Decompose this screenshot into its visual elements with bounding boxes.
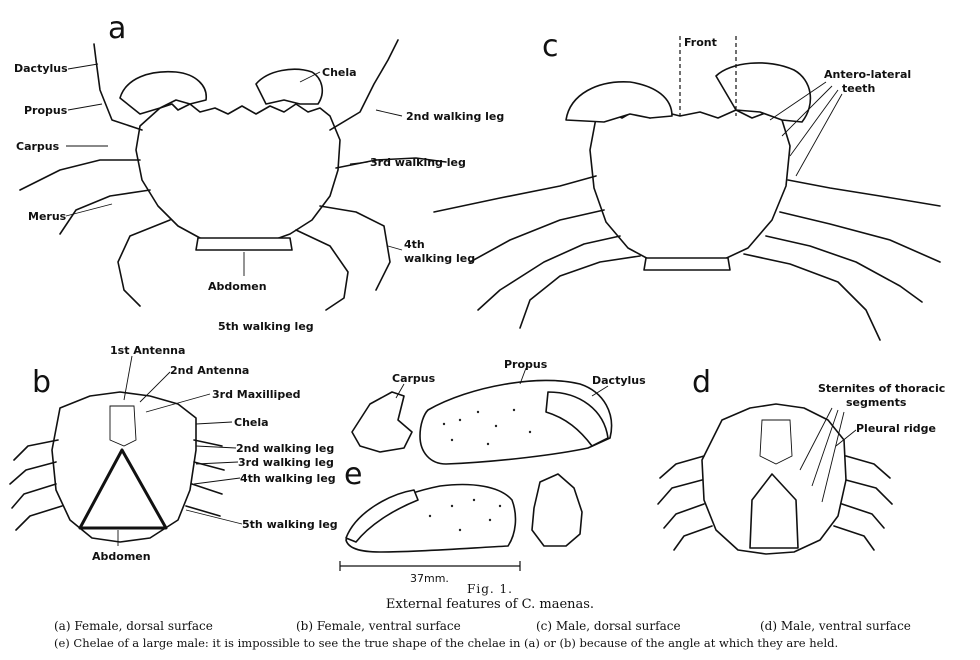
panel-a-left-leg-4: [60, 190, 150, 234]
caption-item-c: (c) Male, dorsal surface: [536, 619, 681, 633]
panel-a-label-walking-leg-4-line2: walking leg: [404, 252, 475, 265]
panel-a-letter: a: [108, 11, 126, 46]
panel-c-left-leg-5: [520, 256, 640, 328]
panel-c-abdomen-plate: [644, 258, 730, 270]
panel-a-right-leg-5: [296, 230, 348, 310]
panel-c-right-leg-4: [766, 236, 922, 302]
panel-b-label-maxilliped-3: 3rd Maxilliped: [212, 388, 301, 401]
caption-item-b: (b) Female, ventral surface: [296, 619, 461, 633]
panel-c: c Front Antero-lateral teeth: [434, 29, 940, 340]
panel-a-right-leg-2: [330, 40, 398, 130]
panel-c-label-antero-lateral-line1: Antero-lateral: [824, 68, 911, 81]
panel-a-label-walking-leg-4-line1: 4th: [404, 238, 425, 251]
panel-c-letter: c: [542, 29, 559, 64]
panel-b-label-abdomen: Abdomen: [92, 550, 151, 563]
panel-d-letter: d: [692, 365, 711, 400]
caption-note-e: (e) Chelae of a large male: it is imposs…: [54, 636, 838, 650]
panel-a-left-leg-3: [20, 160, 140, 190]
figure-number: Fig. 1.: [0, 582, 980, 596]
panel-c-carapace: [590, 110, 790, 268]
panel-a-label-chela: Chela: [322, 66, 357, 79]
panel-a-label-merus: Merus: [28, 210, 67, 223]
caption-item-d: (d) Male, ventral surface: [760, 619, 911, 633]
panel-e: e Carpus Pr: [340, 358, 646, 585]
panel-a-label-dactylus: Dactylus: [14, 62, 68, 75]
panel-c-left-leg-4: [478, 236, 620, 310]
panel-c-left-leg-3: [470, 210, 604, 262]
panel-b-label-walking-leg-3: 3rd walking leg: [238, 456, 334, 469]
panel-e-label-propus: Propus: [504, 358, 548, 371]
panel-a-abdomen-plate: [196, 238, 292, 250]
panel-c-left-leg-2: [434, 176, 596, 212]
figure-title: External features of C. maenas.: [0, 597, 980, 612]
panel-c-right-leg-5: [744, 254, 880, 340]
panel-e-upper-carpus: [352, 392, 412, 452]
panel-c-left-chela: [566, 82, 672, 122]
panel-a-carapace: [136, 104, 340, 244]
panel-d-label-sternites-line1: Sternites of thoracic: [818, 382, 945, 395]
panel-d: d Sternites of thoracic segments Pleural…: [658, 365, 945, 554]
panel-c-label-antero-lateral-line2: teeth: [842, 82, 875, 95]
panel-d-label-sternites-line2: segments: [846, 396, 907, 409]
panel-a-left-leg-5: [118, 220, 170, 306]
panel-a-label-walking-leg-5: 5th walking leg: [218, 320, 314, 333]
panel-a-label-propus: Propus: [24, 104, 68, 117]
panel-a-label-walking-leg-3: 3rd walking leg: [370, 156, 466, 169]
panel-a-label-abdomen: Abdomen: [208, 280, 267, 293]
panel-c-right-leg-2: [788, 180, 940, 206]
panel-c-right-leg-3: [780, 212, 940, 262]
caption-item-a: (a) Female, dorsal surface: [54, 619, 213, 633]
panel-b-label-antenna-1: 1st Antenna: [110, 344, 185, 357]
panel-b-label-antenna-2: 2nd Antenna: [170, 364, 249, 377]
panel-b: b 1st Antenna 2nd Antenna 3rd Maxilliped…: [10, 344, 338, 563]
panel-e-scale-bar: [340, 561, 520, 571]
panel-b-label-walking-leg-2: 2nd walking leg: [236, 442, 334, 455]
panel-b-label-walking-leg-4: 4th walking leg: [240, 472, 336, 485]
panel-b-label-chela: Chela: [234, 416, 269, 429]
panel-e-letter: e: [344, 457, 362, 492]
panel-e-label-carpus: Carpus: [392, 372, 436, 385]
panel-a-right-chela: [256, 69, 322, 104]
panel-a-label-carpus: Carpus: [16, 140, 60, 153]
panel-b-letter: b: [32, 365, 51, 400]
panel-b-label-walking-leg-5: 5th walking leg: [242, 518, 338, 531]
panel-a-label-walking-leg-2: 2nd walking leg: [406, 110, 504, 123]
panel-c-label-front: Front: [684, 36, 717, 49]
panel-e-lower-carpus: [532, 474, 582, 546]
panel-a: a Dactylus Propus Carpus: [14, 11, 504, 333]
panel-d-label-pleural-ridge: Pleural ridge: [856, 422, 936, 435]
panel-e-label-dactylus: Dactylus: [592, 374, 646, 387]
